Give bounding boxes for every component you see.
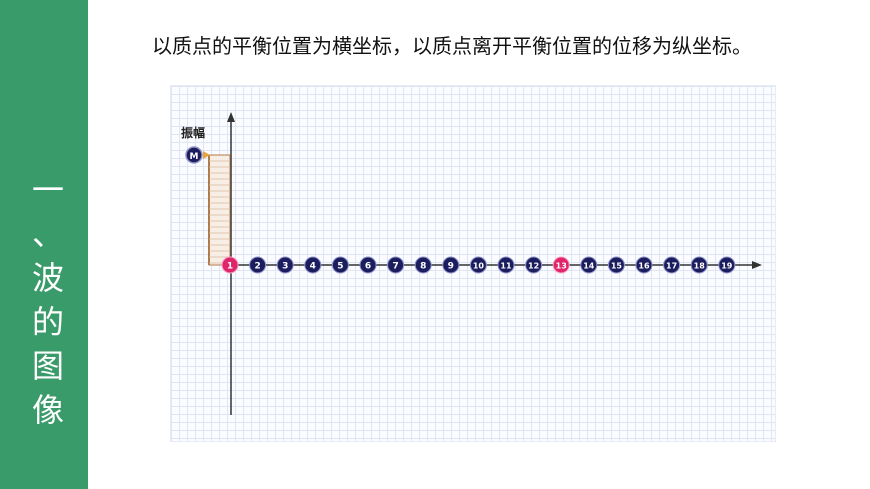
particle-label: 11 [500, 262, 512, 271]
particle-ball [359, 256, 377, 274]
particle-label: 17 [666, 262, 677, 271]
particle-label: 14 [583, 262, 595, 271]
particle-label: 3 [282, 262, 288, 272]
particle-ball [497, 256, 515, 274]
particle-ball [635, 256, 653, 274]
particle-label: 4 [310, 262, 316, 272]
section-title-char: 一 [31, 171, 64, 209]
x-axis-arrow [752, 261, 762, 269]
particle-ball [690, 256, 708, 274]
particle-ball [607, 256, 625, 274]
particle-label: 18 [694, 262, 706, 271]
particle-label: 19 [721, 262, 733, 271]
section-title-char: 的 [31, 303, 64, 341]
particle-label: 12 [528, 262, 539, 271]
particle-label: 8 [420, 262, 426, 272]
particle-ball [469, 256, 487, 274]
particle-ball [580, 256, 598, 274]
particle-ball [304, 256, 322, 274]
ruler-body [208, 154, 231, 266]
particle-label: 7 [392, 262, 398, 272]
section-title-char: 波 [31, 259, 64, 297]
marker-label: M [190, 152, 199, 162]
particle-label: 2 [254, 262, 260, 272]
particle-ball [249, 256, 267, 274]
particle-label: 15 [611, 262, 623, 271]
y-axis-arrow [227, 112, 235, 122]
particle-ball [552, 256, 570, 274]
particle-label: 6 [365, 262, 371, 272]
particle-label: 16 [638, 262, 650, 271]
particle-ball [276, 256, 294, 274]
particle-label: 10 [473, 262, 485, 271]
amplitude-ruler [208, 154, 231, 266]
particle-label: 1 [227, 262, 233, 272]
particle-ball [387, 256, 405, 274]
particle-ball [663, 256, 681, 274]
y-axis-label: 振幅 [181, 125, 205, 140]
caption-text: 以质点的平衡位置为横坐标，以质点离开平衡位置的位移为纵坐标。 [152, 34, 752, 58]
sidebar: 一 、 波 的 图 像 [0, 0, 88, 489]
particle-ball [331, 256, 349, 274]
marker-pointer [203, 151, 210, 159]
section-title-char: 像 [31, 391, 64, 429]
marker-ball [185, 146, 203, 164]
particle-label: 5 [337, 262, 343, 272]
particle-ball [718, 256, 736, 274]
particle-ball [414, 256, 432, 274]
section-title-char: 图 [31, 347, 64, 385]
particle-label: 13 [556, 262, 567, 271]
particle-ball [525, 256, 543, 274]
section-title: 一 、 波 的 图 像 [28, 168, 68, 432]
particle-ball [442, 256, 460, 274]
particle-label: 9 [448, 262, 454, 272]
particle-ball [221, 256, 239, 274]
section-title-char: 、 [31, 215, 64, 253]
